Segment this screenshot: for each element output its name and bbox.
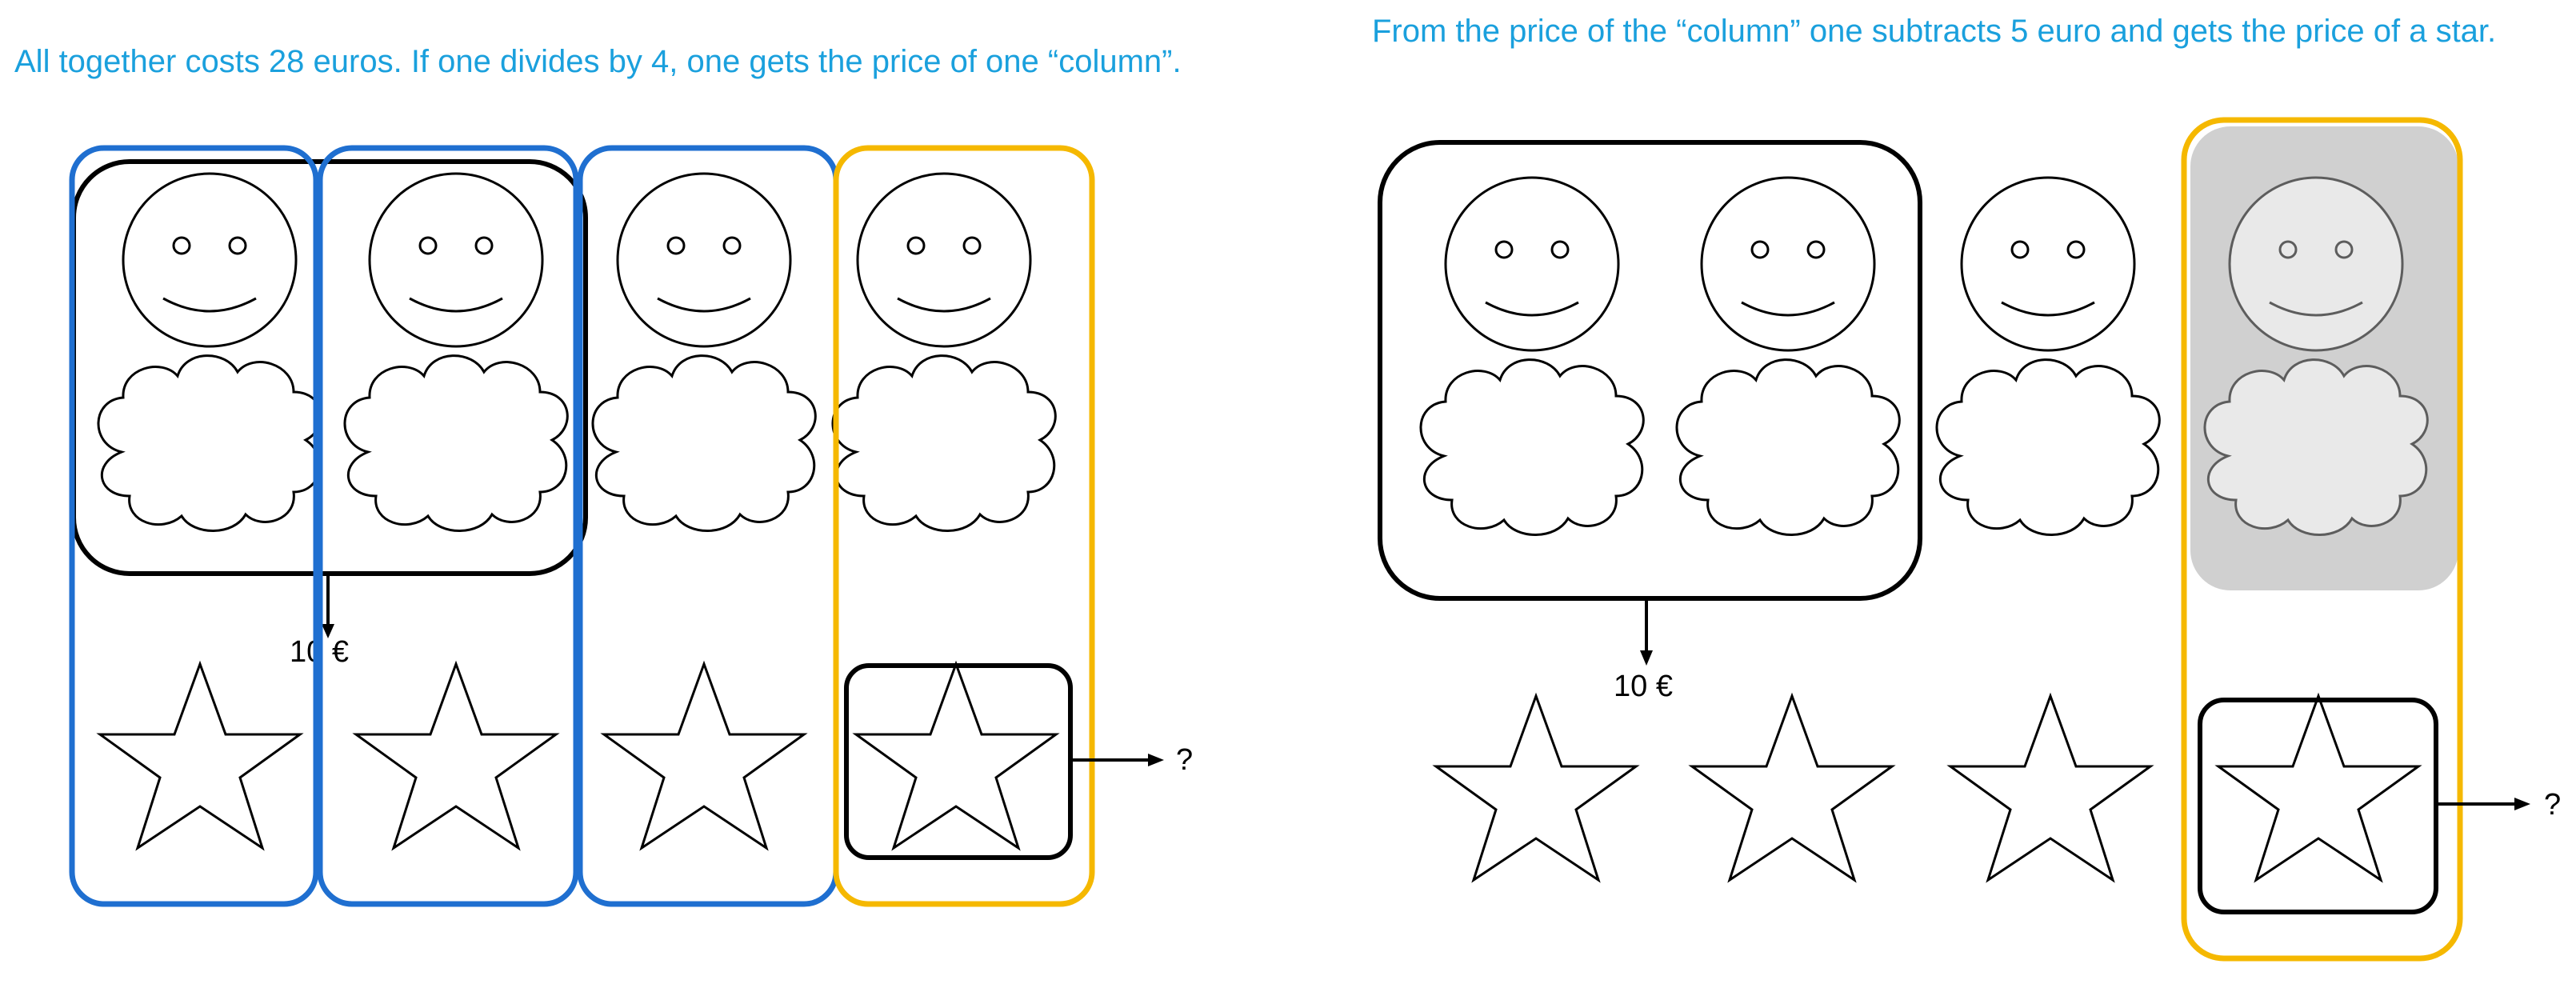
right-star-3 <box>1949 694 2152 882</box>
right-group-box <box>1378 140 1922 601</box>
right-star-4 <box>2217 694 2420 882</box>
right-column-orange <box>2181 117 2463 962</box>
left-cloud-1 <box>97 354 322 533</box>
left-column-2 <box>317 145 579 907</box>
right-star-2 <box>1690 694 1894 882</box>
right-star-box <box>2198 698 2438 914</box>
right-price-label: 10 € <box>1614 670 1673 703</box>
left-cloud-2 <box>343 354 569 533</box>
right-cloud-4 <box>2203 358 2429 537</box>
left-price-arrow <box>322 574 334 638</box>
right-question-mark: ? <box>2544 788 2561 822</box>
left-star-box <box>844 663 1073 860</box>
right-smiley-4 <box>2228 176 2404 352</box>
right-cloud-2 <box>1675 358 1901 537</box>
left-column-1 <box>69 145 319 907</box>
left-smiley-1 <box>122 172 298 348</box>
left-star-4 <box>854 662 1058 850</box>
left-star-3 <box>602 662 806 850</box>
right-cloud-1 <box>1419 358 1645 537</box>
left-smiley-4 <box>856 172 1032 348</box>
right-smiley-3 <box>1960 176 2136 352</box>
left-cloud-4 <box>831 354 1057 533</box>
left-cloud-3 <box>591 354 817 533</box>
right-cloud-3 <box>1935 358 2161 537</box>
left-star-1 <box>98 662 302 850</box>
left-question-arrow <box>1070 754 1164 766</box>
left-star-2 <box>354 662 558 850</box>
right-smiley-1 <box>1444 176 1620 352</box>
right-price-arrow <box>1640 598 1653 666</box>
left-smiley-3 <box>616 172 792 348</box>
left-panel: All together costs 28 euros. If one divi… <box>14 44 1193 907</box>
left-question-mark: ? <box>1176 743 1193 777</box>
right-smiley-2 <box>1700 176 1876 352</box>
left-caption: All together costs 28 euros. If one divi… <box>14 44 1182 79</box>
right-caption: From the price of the “column” one subtr… <box>1372 14 2496 49</box>
right-star-1 <box>1434 694 1638 882</box>
left-column-4 <box>833 145 1095 907</box>
left-smiley-2 <box>368 172 544 348</box>
right-question-arrow <box>2436 798 2530 810</box>
right-panel: From the price of the “column” one subtr… <box>1372 14 2561 962</box>
